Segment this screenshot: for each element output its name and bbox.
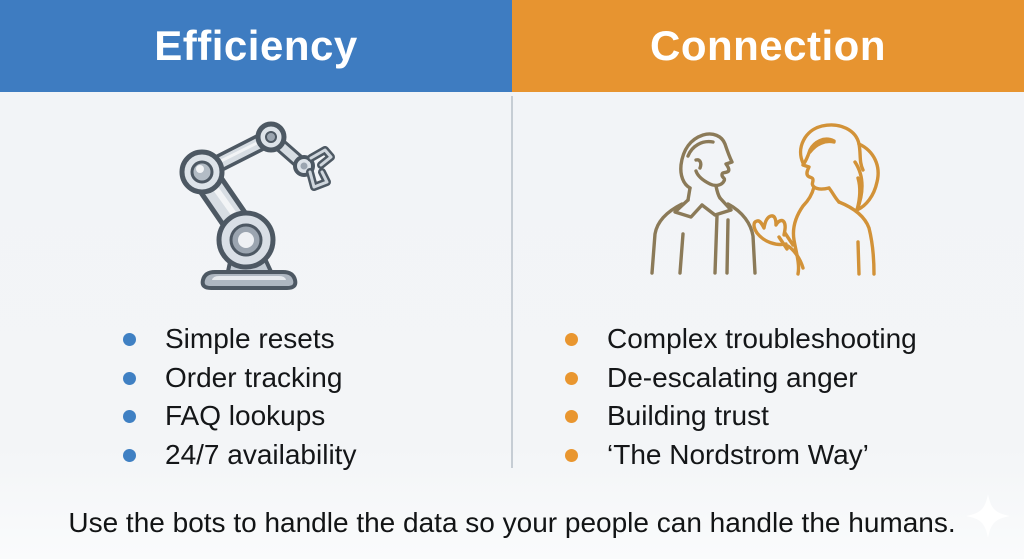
connection-title: Connection (650, 22, 886, 69)
list-item: Simple resets (123, 320, 356, 359)
list-item: Complex troubleshooting (565, 320, 917, 359)
bullet-dot (565, 448, 578, 462)
list-item-label: Simple resets (165, 323, 335, 354)
sparkle-icon (966, 494, 1010, 538)
bullet-dot (565, 410, 578, 423)
connection-bullet-list: Complex troubleshooting De-escalating an… (565, 320, 917, 474)
robot-arm-icon (163, 106, 377, 301)
footer-tagline: Use the bots to handle the data so your … (68, 507, 956, 538)
bullet-dot (123, 371, 136, 385)
header-row: Efficiency Connection (0, 0, 1024, 92)
bullet-dot (123, 333, 136, 346)
bullet-dot (565, 333, 578, 346)
list-item: Building trust (565, 397, 917, 436)
list-item-label: Building trust (607, 400, 769, 431)
list-item-label: ‘The Nordstrom Way’ (607, 438, 869, 470)
list-item: Order tracking (123, 359, 356, 398)
column-divider (511, 96, 513, 468)
list-item: De-escalating anger (565, 359, 917, 398)
connection-header: Connection (512, 0, 1024, 92)
bullet-dot (123, 410, 136, 423)
bullet-dot (565, 371, 578, 385)
efficiency-title: Efficiency (154, 22, 358, 69)
list-item: ‘The Nordstrom Way’ (565, 436, 917, 475)
list-item-label: Complex troubleshooting (607, 323, 917, 354)
list-item-label: Order tracking (165, 361, 343, 393)
efficiency-bullet-list: Simple resets Order tracking FAQ lookups… (123, 320, 356, 474)
bullet-dot (123, 448, 136, 462)
list-item-label: FAQ lookups (165, 400, 326, 431)
list-item: FAQ lookups (123, 397, 356, 436)
list-item-label: De-escalating anger (607, 361, 858, 393)
list-item: 24/7 availability (123, 436, 356, 475)
people-talking-icon (638, 118, 898, 305)
efficiency-header: Efficiency (0, 0, 512, 92)
list-item-label: 24/7 availability (165, 438, 357, 470)
